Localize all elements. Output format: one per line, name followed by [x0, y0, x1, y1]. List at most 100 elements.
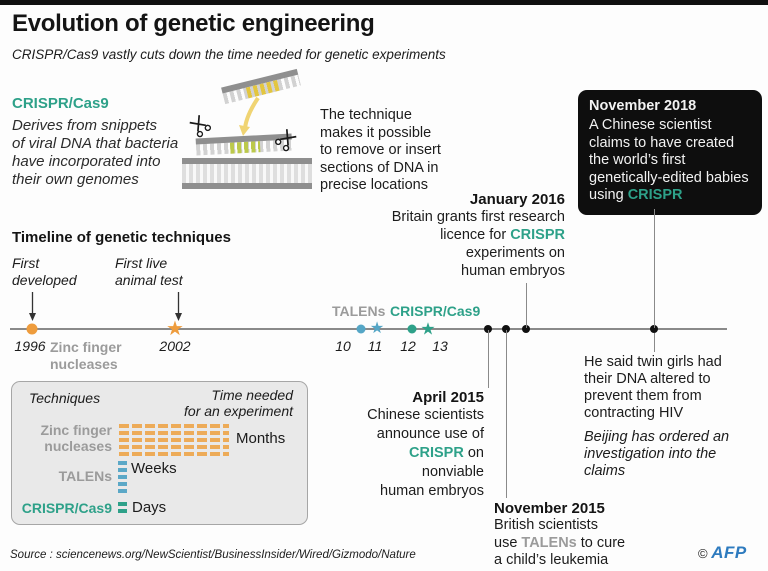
scissors-icon	[189, 115, 212, 138]
crispr-highlight: CRISPR	[409, 445, 464, 461]
event-text-line: Britain grants first research	[391, 209, 565, 225]
event-text-line: announce use of	[376, 426, 484, 442]
event-text: licence for	[440, 227, 511, 243]
event-text-line: use TALENs to cure	[494, 535, 664, 553]
event-text-line: Chinese scientists	[367, 407, 484, 423]
marker-crispr-star-icon: ★	[420, 319, 436, 339]
label-line: Zinc finger	[50, 339, 122, 355]
legend-box: Techniques Time needed for an experiment…	[11, 381, 308, 525]
technique-note-line: precise locations	[320, 177, 428, 193]
page-title: Evolution of genetic engineering	[12, 10, 375, 37]
connector-jan2016	[526, 283, 527, 328]
event-text-line: British scientists	[494, 517, 598, 533]
event-jan2016: January 2016 Britain grants first resear…	[365, 191, 565, 280]
annotation-line: First live	[115, 255, 168, 271]
talens-highlight: TALENs	[521, 534, 577, 551]
event-text: use	[494, 534, 522, 551]
technique-note: The technique makes it possible to remov…	[320, 107, 441, 195]
event-text: to cure	[576, 534, 626, 551]
marker-zinc-animal-test-star-icon: ★	[166, 318, 184, 340]
tick-2013: 13	[432, 338, 448, 354]
tick-2012: 12	[400, 338, 416, 354]
source-line: Source : sciencenews.org/NewScientist/Bu…	[10, 549, 416, 561]
nov2018-detail-note: He said twin girls had their DNA altered…	[584, 354, 766, 480]
event-text-line: CRISPR on	[298, 444, 484, 463]
legend-value-days: Days	[132, 499, 167, 516]
event-text-line: genetically-edited babies	[589, 169, 749, 186]
legend-days-dashes	[118, 502, 127, 514]
crispr-heading: CRISPR/Cas9	[12, 95, 109, 112]
event-text-line: the world’s first	[589, 152, 686, 168]
top-border-bar	[0, 0, 768, 5]
connector-apr2015	[488, 330, 489, 388]
connector-nov2015	[506, 330, 507, 498]
marker-crispr-dot	[407, 324, 417, 334]
legend-col-line: Time needed	[211, 387, 293, 403]
legend-col-techniques: Techniques	[29, 390, 101, 406]
event-text: on	[463, 445, 484, 461]
event-text-line: human embryos	[380, 483, 484, 499]
tick-2011: 11	[367, 338, 383, 354]
legend-value-weeks: Weeks	[131, 460, 177, 477]
afp-logo: AFP	[711, 543, 747, 562]
event-text: using	[589, 187, 628, 203]
legend-label-crispr-cas9: CRISPR/Cas9	[21, 500, 112, 516]
marker-talens-star-icon: ★	[369, 320, 385, 337]
legend-label-zinc-finger-nucleases: Zinc finger nucleases	[12, 422, 112, 454]
event-nov2015: November 2015 British scientists use TAL…	[494, 500, 664, 570]
down-arrow-icon	[175, 292, 182, 321]
event-dot-apr2015	[484, 325, 492, 333]
crispr-highlight: CRISPR	[627, 187, 683, 203]
event-text-line: human embryos	[461, 263, 565, 279]
annotation-first-developed: First developed	[12, 255, 102, 289]
note-line: investigation into the	[584, 446, 717, 462]
event-dot-nov2015	[502, 325, 510, 333]
event-dot-nov2018	[650, 325, 658, 333]
annotation-line: First	[12, 255, 40, 271]
note-line: Beijing has ordered an	[584, 429, 730, 445]
event-text-line: a child’s leukemia	[494, 552, 609, 568]
connector-nov2018-box	[654, 209, 655, 328]
legend-months-dashes	[119, 424, 229, 456]
dna-illustration	[182, 68, 317, 205]
crispr-description: Derives from snippets of viral DNA that …	[12, 117, 178, 189]
event-text-line: using CRISPR	[589, 187, 751, 205]
crispr-highlight: CRISPR	[510, 227, 565, 243]
technique-note-line: The technique	[320, 107, 412, 123]
crispr-description-line: have incorporated into	[12, 153, 161, 170]
annotation-first-live-animal-test: First live animal test	[115, 255, 210, 289]
note-line: contracting HIV	[584, 405, 684, 421]
dna-highlight-green	[229, 141, 261, 154]
annotation-line: developed	[12, 272, 77, 288]
note-line: prevent them from	[584, 388, 702, 404]
legend-value-months: Months	[236, 430, 286, 447]
tick-2010: 10	[335, 338, 351, 354]
legend-col-line: for an experiment	[184, 403, 293, 419]
event-text-line: licence for CRISPR	[365, 226, 565, 244]
down-arrow-icon	[29, 292, 36, 321]
event-date: November 2018	[589, 98, 697, 114]
tick-2002: 2002	[159, 338, 191, 354]
tick-1996: 1996	[14, 338, 46, 354]
event-text-line: nonviable	[421, 464, 484, 480]
event-apr2015: April 2015 Chinese scientists announce u…	[298, 389, 484, 501]
afp-credit: © AFP	[698, 543, 747, 563]
beijing-investigation-note: Beijing has ordered an investigation int…	[584, 429, 766, 480]
timeline-label-talens: TALENs	[332, 303, 386, 319]
timeline-label-zinc-finger-nucleases: Zinc finger nucleases	[50, 339, 145, 373]
scissors-icon	[274, 129, 297, 152]
crispr-description-line: Derives from snippets	[12, 117, 158, 134]
timeline-label-crispr-cas9: CRISPR/Cas9	[390, 303, 481, 319]
event-date: November 2015	[494, 500, 605, 517]
technique-note-line: to remove or insert	[320, 142, 441, 158]
crispr-description-line: their own genomes	[12, 171, 139, 188]
dna-strand-bottom	[182, 158, 312, 189]
event-text-line: A Chinese scientist	[589, 117, 712, 133]
event-text-line: claims to have created	[589, 134, 735, 151]
timeline-heading: Timeline of genetic techniques	[12, 229, 231, 246]
event-text-line: experiments on	[465, 245, 565, 261]
event-dot-jan2016	[522, 325, 530, 333]
label-line: nucleases	[44, 438, 112, 454]
marker-zinc-first-developed-dot	[26, 323, 38, 335]
